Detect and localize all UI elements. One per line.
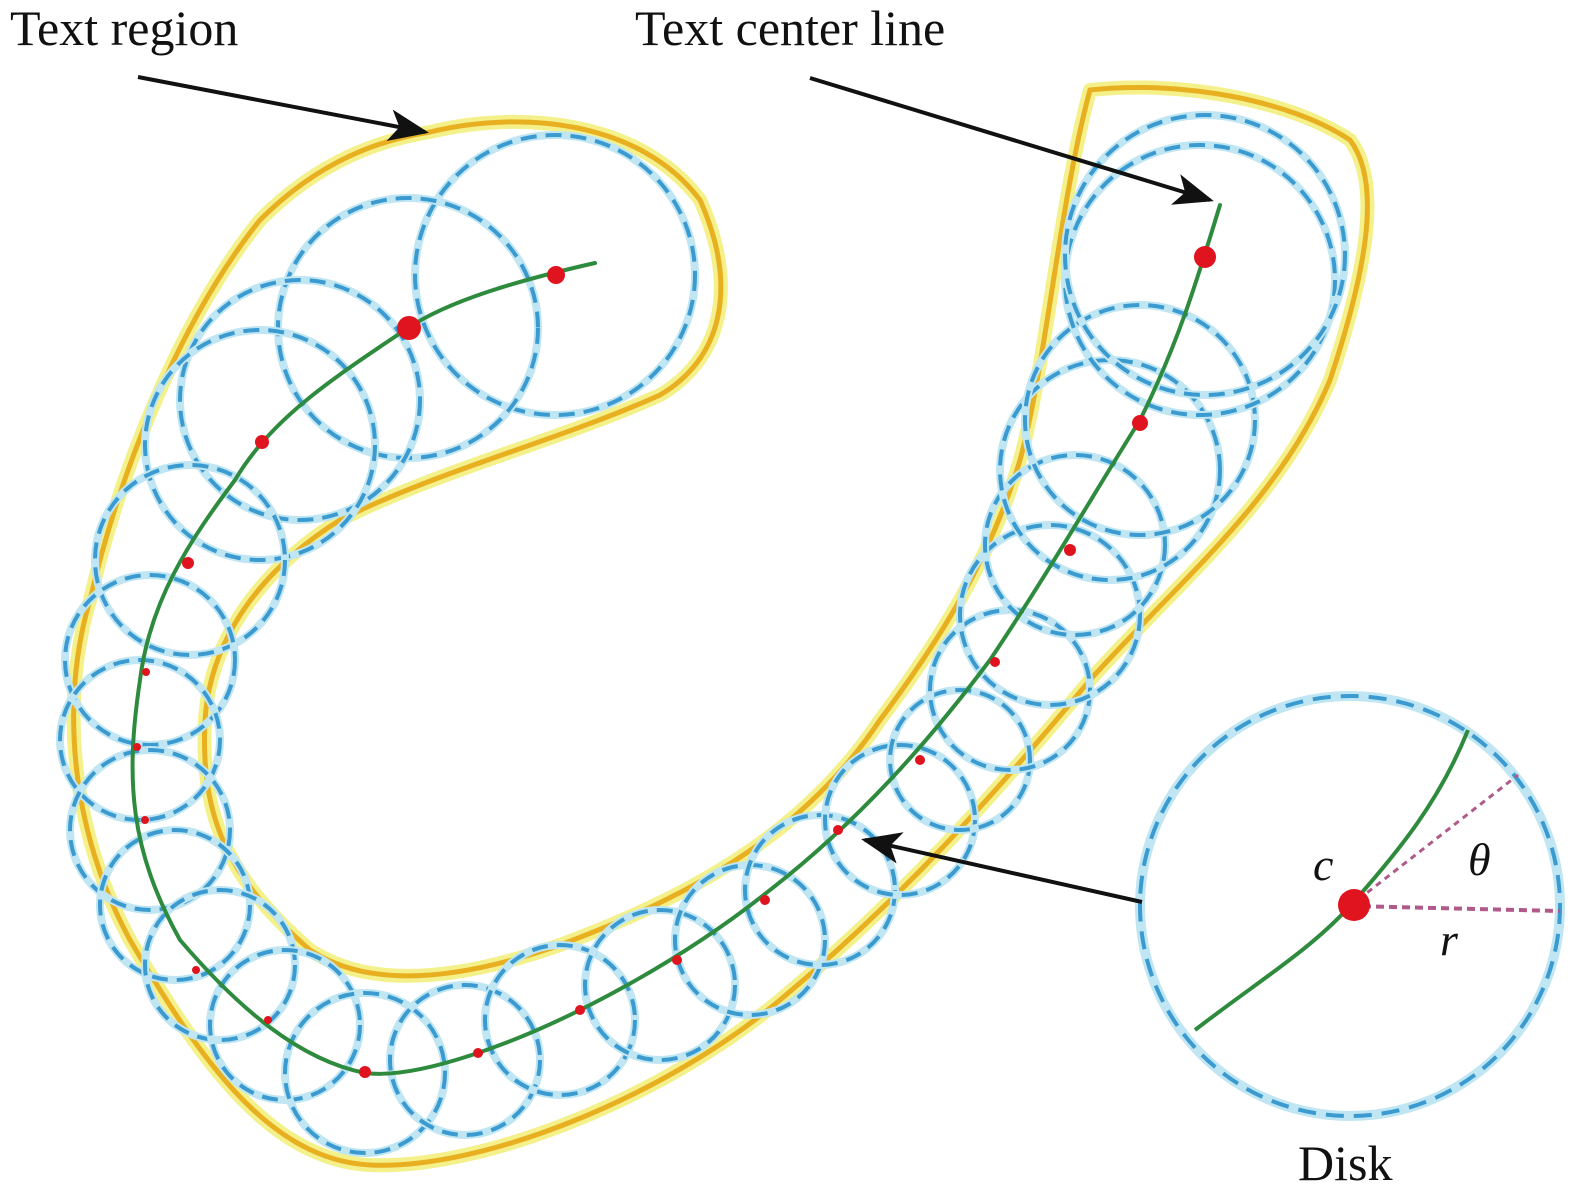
center-point	[182, 557, 194, 569]
center-point	[672, 955, 682, 965]
disk-circle	[1063, 143, 1337, 417]
disk-circle	[743, 813, 897, 967]
angle-ray	[1349, 773, 1519, 908]
radius-ray	[1349, 904, 1561, 913]
center-point	[915, 755, 925, 765]
center-point	[142, 668, 150, 676]
disk-circle	[283, 991, 447, 1155]
center-point	[397, 316, 421, 340]
center-point	[990, 657, 1000, 667]
disk-circle	[998, 358, 1222, 582]
disk-circle	[483, 943, 637, 1097]
disk-circle	[178, 278, 422, 522]
disk-circle	[958, 523, 1142, 707]
center-point	[141, 816, 149, 824]
disk-circle	[413, 133, 697, 417]
center-point	[264, 1016, 272, 1024]
disk-circle	[143, 328, 377, 562]
center-symbol: c	[1313, 839, 1333, 890]
disk-circle	[823, 743, 977, 897]
center-point	[760, 895, 770, 905]
text-region-arrow	[137, 75, 429, 141]
center-point	[1132, 415, 1148, 431]
center-point	[1194, 246, 1216, 268]
disk-circle	[93, 463, 287, 657]
text-region-outline	[66, 80, 1375, 1173]
center-point	[359, 1066, 371, 1078]
center-point	[255, 435, 269, 449]
text-region-label: Text region	[10, 0, 238, 56]
disk-circle	[388, 983, 542, 1137]
disk-circle	[1063, 113, 1347, 397]
disk-circle	[63, 573, 237, 747]
angle-symbol: θ	[1468, 834, 1491, 885]
center-point	[133, 743, 141, 751]
text-center-line-label: Text center line	[635, 0, 945, 56]
center-point	[547, 266, 565, 284]
text-center-line-arrow	[809, 76, 1214, 205]
text-region-glow	[66, 80, 1375, 1173]
center-point	[473, 1048, 483, 1058]
disk-arrow	[861, 832, 1143, 904]
text-region-line	[71, 84, 1370, 1168]
disk-center-point	[1338, 889, 1370, 921]
center-points	[133, 246, 1216, 1078]
disk-circle	[983, 453, 1167, 637]
center-point	[833, 825, 843, 835]
disk-chain	[56, 111, 1349, 1157]
center-point	[1064, 544, 1076, 556]
disk-detail: c θ r Disk	[1135, 691, 1565, 1191]
center-point	[575, 1005, 585, 1015]
radius-symbol: r	[1440, 914, 1459, 965]
disk-detail-circle	[1138, 694, 1562, 1118]
disk-circle	[58, 658, 222, 822]
disk-circle	[1023, 303, 1257, 537]
center-point	[192, 966, 200, 974]
disk-circle	[583, 908, 737, 1062]
disk-circle	[68, 748, 232, 912]
disk-circle	[98, 828, 252, 982]
disk-circle	[208, 948, 362, 1102]
disk-circle	[143, 888, 297, 1042]
disk-circle	[888, 688, 1032, 832]
disk-label: Disk	[1298, 1135, 1392, 1191]
